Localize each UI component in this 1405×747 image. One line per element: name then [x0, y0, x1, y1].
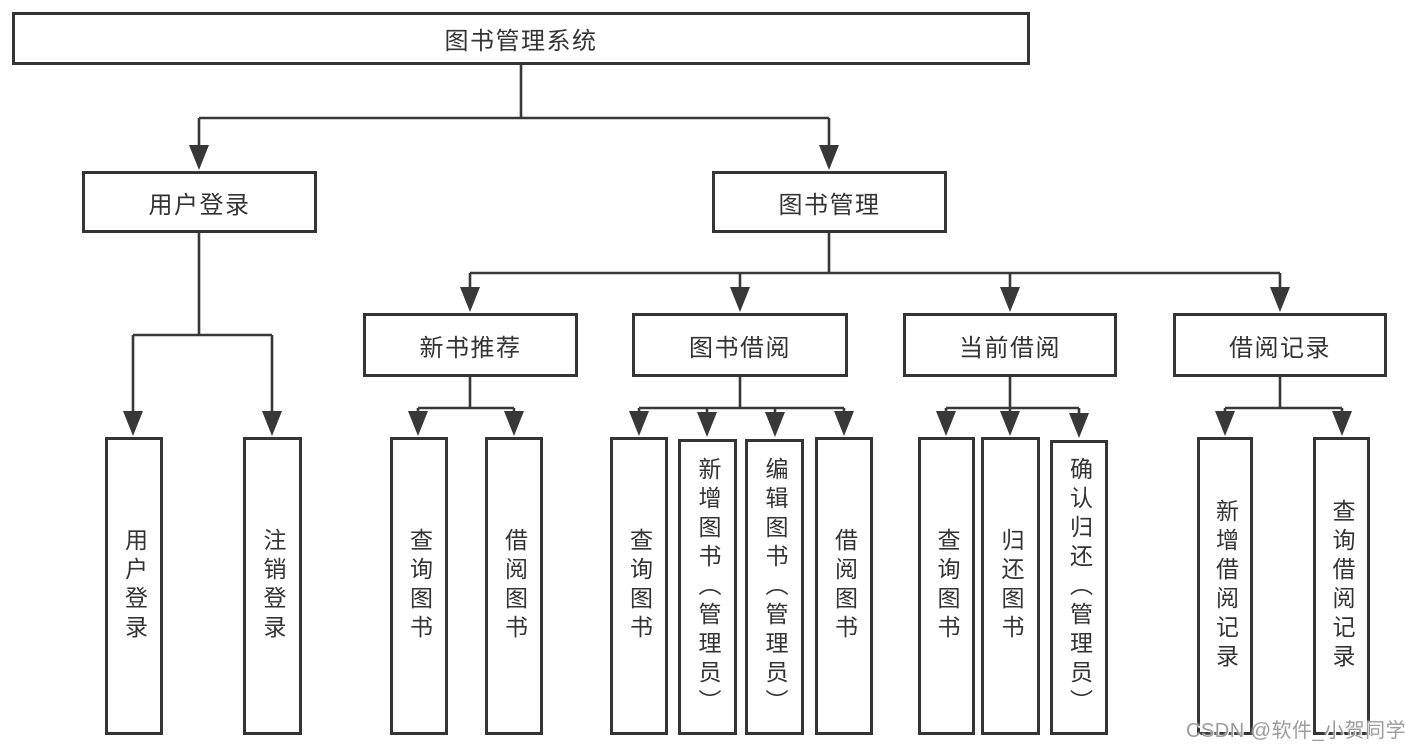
node-book-management: 图书管理 [712, 171, 947, 233]
arrowhead [1215, 411, 1235, 436]
arrowhead [408, 411, 428, 436]
node-library-management-system: 图书管理系统 [12, 12, 1030, 65]
leaf-add-books-admin: 新增图书（管理员） [678, 439, 737, 735]
node-user-login: 用户登录 [82, 171, 317, 233]
leaf-borrow-books-recommend: 借阅图书 [485, 437, 543, 735]
leaf-confirm-return-admin: 确认归还（管理员） [1050, 440, 1108, 735]
connector-bookmgmt-to-level3 [468, 233, 1282, 292]
leaf-add-borrow-record: 新增借阅记录 [1197, 437, 1253, 735]
arrowhead [123, 411, 143, 436]
leaf-edit-books-admin: 编辑图书（管理员） [745, 439, 804, 735]
arrowhead [730, 287, 750, 312]
connector-borrow-to-leaves [637, 377, 846, 414]
arrowhead [765, 412, 785, 437]
arrowhead [697, 412, 717, 437]
csdn-watermark: CSDN @软件_小贺同学 [1186, 720, 1405, 742]
leaf-query-books-borrow: 查询图书 [610, 437, 668, 735]
arrowhead [1000, 411, 1020, 436]
connector-newbook-to-leaves [416, 377, 516, 414]
leaf-user-login: 用户登录 [105, 437, 163, 735]
arrowhead [819, 145, 839, 170]
leaf-logout: 注销登录 [243, 437, 302, 735]
node-new-book-recommendation: 新书推荐 [363, 313, 578, 377]
node-borrowing-records: 借阅记录 [1173, 313, 1387, 377]
leaf-query-borrow-record: 查询借阅记录 [1313, 437, 1370, 735]
node-current-borrowing: 当前借阅 [903, 313, 1117, 377]
arrowhead [1069, 413, 1089, 438]
connector-userlogin-to-leaves [131, 233, 274, 414]
connector-records-to-leaves [1223, 377, 1344, 414]
arrowhead [1000, 287, 1020, 312]
arrowhead [460, 287, 480, 312]
arrowhead [262, 411, 282, 436]
arrowhead [834, 411, 854, 436]
connector-current-to-leaves [944, 377, 1081, 414]
arrowhead [629, 411, 649, 436]
arrowhead [504, 411, 524, 436]
node-book-borrowing: 图书借阅 [632, 313, 848, 377]
leaf-query-books-current: 查询图书 [918, 437, 975, 735]
leaf-borrow-books: 借阅图书 [815, 437, 873, 735]
arrowhead [189, 145, 209, 170]
leaf-query-books-recommend: 查询图书 [390, 437, 448, 735]
arrowheads [123, 145, 1352, 438]
connector-root-to-level2 [197, 65, 831, 150]
leaf-return-books: 归还图书 [981, 437, 1040, 735]
arrowhead [1270, 287, 1290, 312]
arrowhead [936, 411, 956, 436]
arrowhead [1332, 411, 1352, 436]
